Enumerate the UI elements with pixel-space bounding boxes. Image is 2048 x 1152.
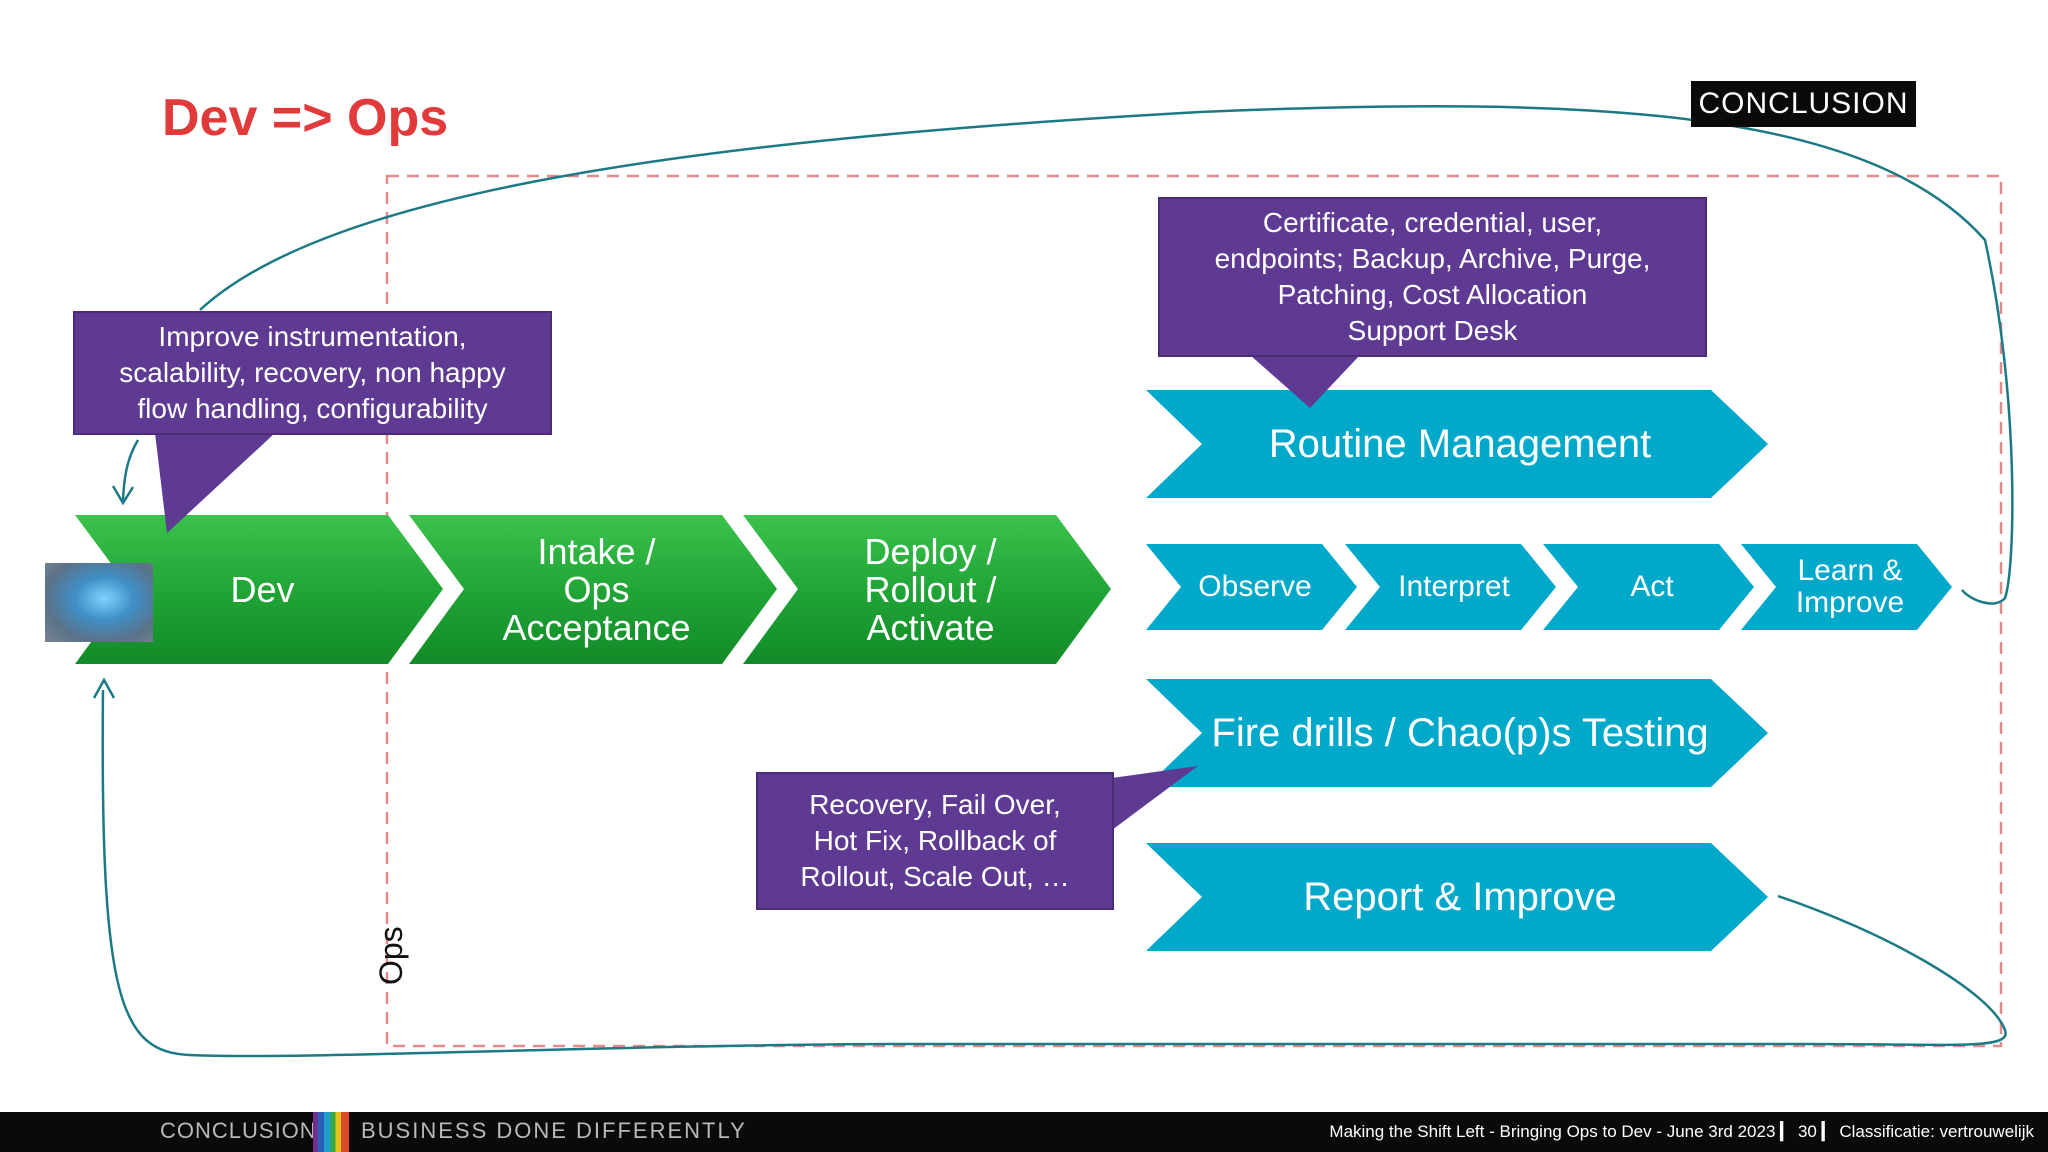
blurred-image (45, 563, 153, 642)
brand-logo: CONCLUSION (1691, 81, 1916, 127)
callout-pointer-routine (1250, 355, 1360, 408)
chevron-intake (409, 515, 777, 664)
stage-label-line: Act (1630, 570, 1674, 603)
slide-title: Dev => Ops (162, 89, 449, 147)
chevron-report-improve (1146, 843, 1768, 951)
stage-label-line: Observe (1198, 570, 1312, 603)
footer-color-bars (313, 1112, 349, 1152)
chevron-dev (75, 515, 443, 664)
callout-line: Support Desk (1347, 315, 1518, 346)
stage-report-improve: Report & Improve (1303, 874, 1617, 919)
callout-pointer-dev (155, 433, 275, 533)
callout-line: Certificate, credential, user, (1262, 207, 1603, 238)
callout-line: Patching, Cost Allocation (1277, 279, 1588, 310)
stage-label-line: Activate (866, 606, 995, 648)
callout-line: flow handling, configurability (137, 393, 488, 424)
callout-line: scalability, recovery, non happy (119, 357, 506, 388)
callout-routine-tasks: Certificate, credential, user, endpoints… (1158, 197, 1707, 357)
stage-learn-improve: Learn & Improve (1776, 544, 1924, 630)
callout-dev-improvements: Improve instrumentation, scalability, re… (73, 311, 552, 435)
stage-label-line: Improve (1795, 586, 1905, 619)
chevron-deploy (743, 515, 1111, 664)
feedback-loop-top (199, 105, 2014, 605)
pipeline-stage-intake: Intake / Ops Acceptance (464, 515, 729, 664)
stage-act: Act (1578, 544, 1726, 630)
ops-region-label: Ops (373, 926, 409, 985)
stage-label-line: Interpret (1398, 570, 1510, 603)
callout-line: Improve instrumentation, (158, 321, 467, 352)
stage-observe: Observe (1181, 544, 1329, 630)
callout-line: endpoints; Backup, Archive, Purge, (1214, 243, 1651, 274)
callout-line: Rollout, Scale Out, … (800, 861, 1070, 892)
chevron-act (1543, 544, 1754, 630)
feedback-loop-bottom (101, 689, 2007, 1058)
stage-interpret: Interpret (1380, 544, 1528, 630)
stage-label-line: Intake / (537, 530, 656, 572)
callout-line: Recovery, Fail Over, (809, 789, 1061, 820)
stage-label-line: Acceptance (502, 606, 691, 648)
feedback-arrow-into-dev-top (121, 439, 140, 501)
chevron-routine-management (1146, 390, 1768, 498)
stage-label-line: Learn & (1797, 554, 1903, 587)
stage-label-line: Ops (563, 568, 630, 610)
arrowhead-bottom (92, 677, 116, 699)
arrowhead-top (111, 485, 135, 506)
footer-meta: Making the Shift Left - Bringing Ops to … (1329, 1122, 2034, 1141)
chevron-observe (1146, 544, 1357, 630)
ops-region-border (385, 174, 2003, 1048)
stage-label-line: Rollout / (864, 568, 997, 610)
callout-recovery: Recovery, Fail Over, Hot Fix, Rollback o… (756, 772, 1114, 910)
stage-label-line: Dev (230, 568, 295, 610)
callout-pointer-recovery (1112, 766, 1198, 830)
pipeline-stage-dev: Dev (130, 515, 395, 664)
stage-routine-management: Routine Management (1268, 421, 1652, 466)
chevron-interpret (1345, 544, 1556, 630)
footer-tagline: BUSINESS DONE DIFFERENTLY (361, 1118, 747, 1143)
pipeline-stage-deploy: Deploy / Rollout / Activate (798, 515, 1063, 664)
chevron-learn-improve (1741, 544, 1952, 630)
callout-line: Hot Fix, Rollback of (813, 825, 1057, 856)
chevron-fire-drills (1146, 679, 1768, 787)
footer-brand: CONCLUSION (160, 1118, 317, 1143)
stage-label-line: Deploy / (864, 530, 997, 572)
stage-fire-drills: Fire drills / Chao(p)s Testing (1211, 710, 1709, 755)
